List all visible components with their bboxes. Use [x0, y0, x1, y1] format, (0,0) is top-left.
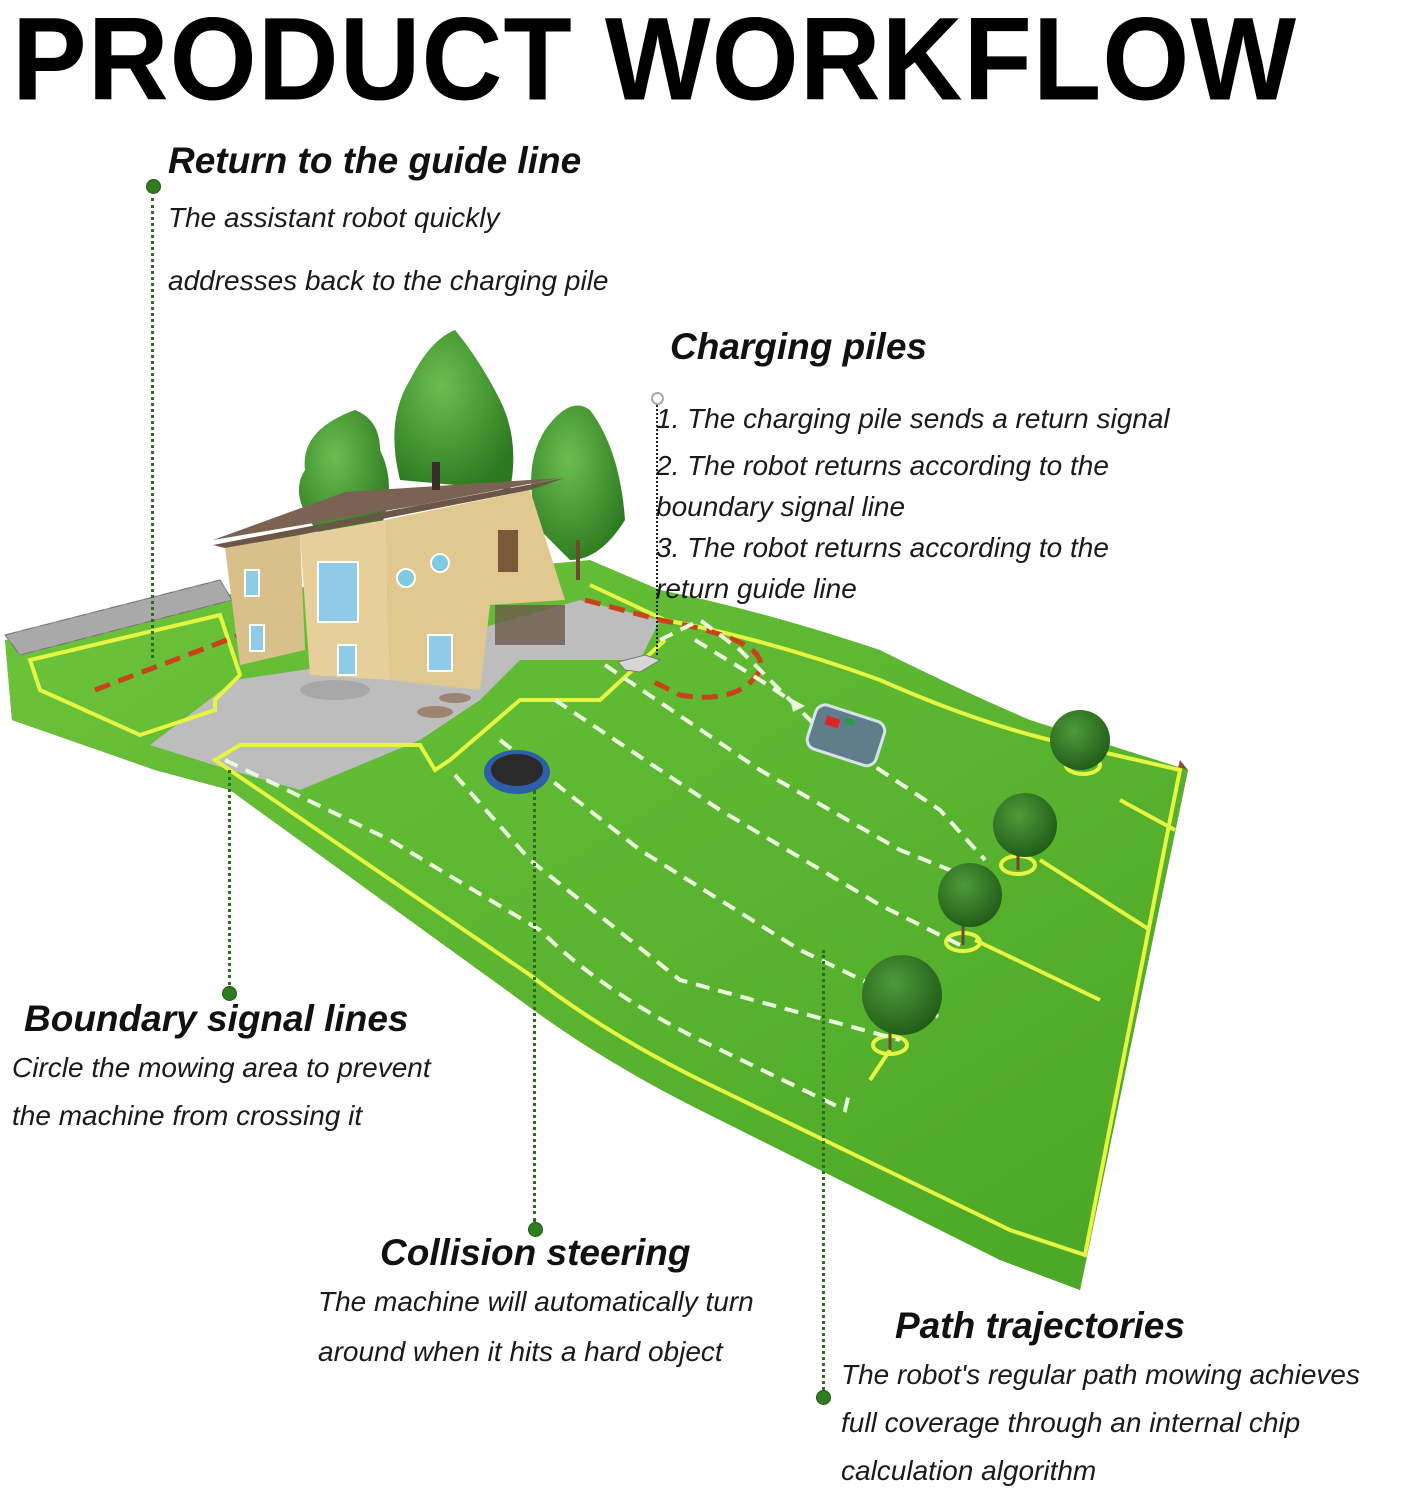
callout-text: The machine will automatically turn: [318, 1286, 754, 1317]
patio: [150, 600, 660, 790]
callout-text: full coverage through an internal chip: [841, 1407, 1301, 1438]
lounge-chair: [439, 693, 471, 703]
callout-heading: Path trajectories: [895, 1305, 1185, 1346]
connector-line-collision: [533, 790, 536, 1222]
callout-text: 2. The robot returns according to the: [656, 450, 1109, 481]
guide-wire: [94, 597, 764, 700]
callout-heading: Boundary signal lines: [24, 998, 409, 1039]
callout-text: Circle the mowing area to prevent: [12, 1052, 431, 1083]
callout-boundary-signal-lines: Boundary signal lines Circle the mowing …: [12, 998, 431, 1136]
lounge-chair: [417, 706, 453, 718]
connector-line-path: [822, 950, 825, 1390]
trampoline: [484, 750, 550, 794]
callout-return-guide-line: Return to the guide line The assistant r…: [168, 140, 609, 308]
lawn-surface: [5, 560, 1188, 1290]
tree: [993, 793, 1057, 857]
connector-line-charging-piles: [656, 405, 658, 655]
boundary-wire: [27, 583, 1183, 1258]
charging-station: [617, 654, 662, 673]
callout-path-trajectories: Path trajectories The robot's regular pa…: [841, 1305, 1360, 1491]
house-wall-left: [225, 535, 305, 665]
tall-trees: [298, 330, 625, 580]
callout-heading: Collision steering: [380, 1232, 691, 1273]
window: [244, 569, 260, 597]
window: [317, 561, 359, 623]
tree: [531, 405, 625, 560]
round-window: [396, 568, 416, 588]
steps: [300, 680, 370, 700]
callout-text: return guide line: [656, 573, 857, 604]
window: [337, 644, 357, 676]
tree: [394, 330, 514, 490]
tree: [862, 955, 942, 1035]
window: [427, 634, 453, 672]
callout-heading: Charging piles: [670, 326, 927, 367]
chimney: [432, 462, 440, 490]
callout-text: addresses back to the charging pile: [168, 265, 609, 296]
callout-text: boundary signal line: [656, 491, 906, 522]
tree: [1050, 710, 1110, 770]
window: [249, 624, 265, 652]
house-roof: [213, 478, 565, 548]
round-window: [430, 553, 450, 573]
callout-text: The assistant robot quickly: [168, 202, 500, 233]
callout-text: calculation algorithm: [841, 1455, 1097, 1486]
callout-text: 3. The robot returns according to the: [656, 532, 1109, 563]
connector-line-boundary-lines: [228, 770, 231, 985]
callout-dot-path: [816, 1390, 831, 1405]
callout-dot-collision: [528, 1222, 543, 1237]
callout-dot-boundary-lines: [222, 986, 237, 1001]
yard-trees: [862, 710, 1110, 1050]
connector-line-return-guide: [151, 198, 154, 658]
callout-dot-charging-piles: [651, 392, 664, 405]
callout-text: the machine from crossing it: [12, 1100, 363, 1131]
callout-dot-return-guide: [146, 179, 161, 194]
house-roof-top: [213, 478, 560, 540]
door: [498, 530, 518, 572]
house: [213, 462, 565, 718]
callout-text: The robot's regular path mowing achieves: [841, 1359, 1360, 1390]
page-title: PRODUCT WORKFLOW: [12, 0, 1298, 125]
direction-arrow: [790, 698, 805, 712]
callout-charging-piles: Charging piles 1. The charging pile send…: [656, 326, 1170, 609]
callout-heading: Return to the guide line: [168, 140, 582, 181]
patio-furniture: [495, 605, 565, 645]
tree: [938, 863, 1002, 927]
callout-text: 1. The charging pile sends a return sign…: [656, 403, 1170, 434]
callout-collision-steering: Collision steering The machine will auto…: [318, 1232, 754, 1374]
callout-text: around when it hits a hard object: [318, 1336, 723, 1367]
robot-mower: [805, 703, 887, 768]
